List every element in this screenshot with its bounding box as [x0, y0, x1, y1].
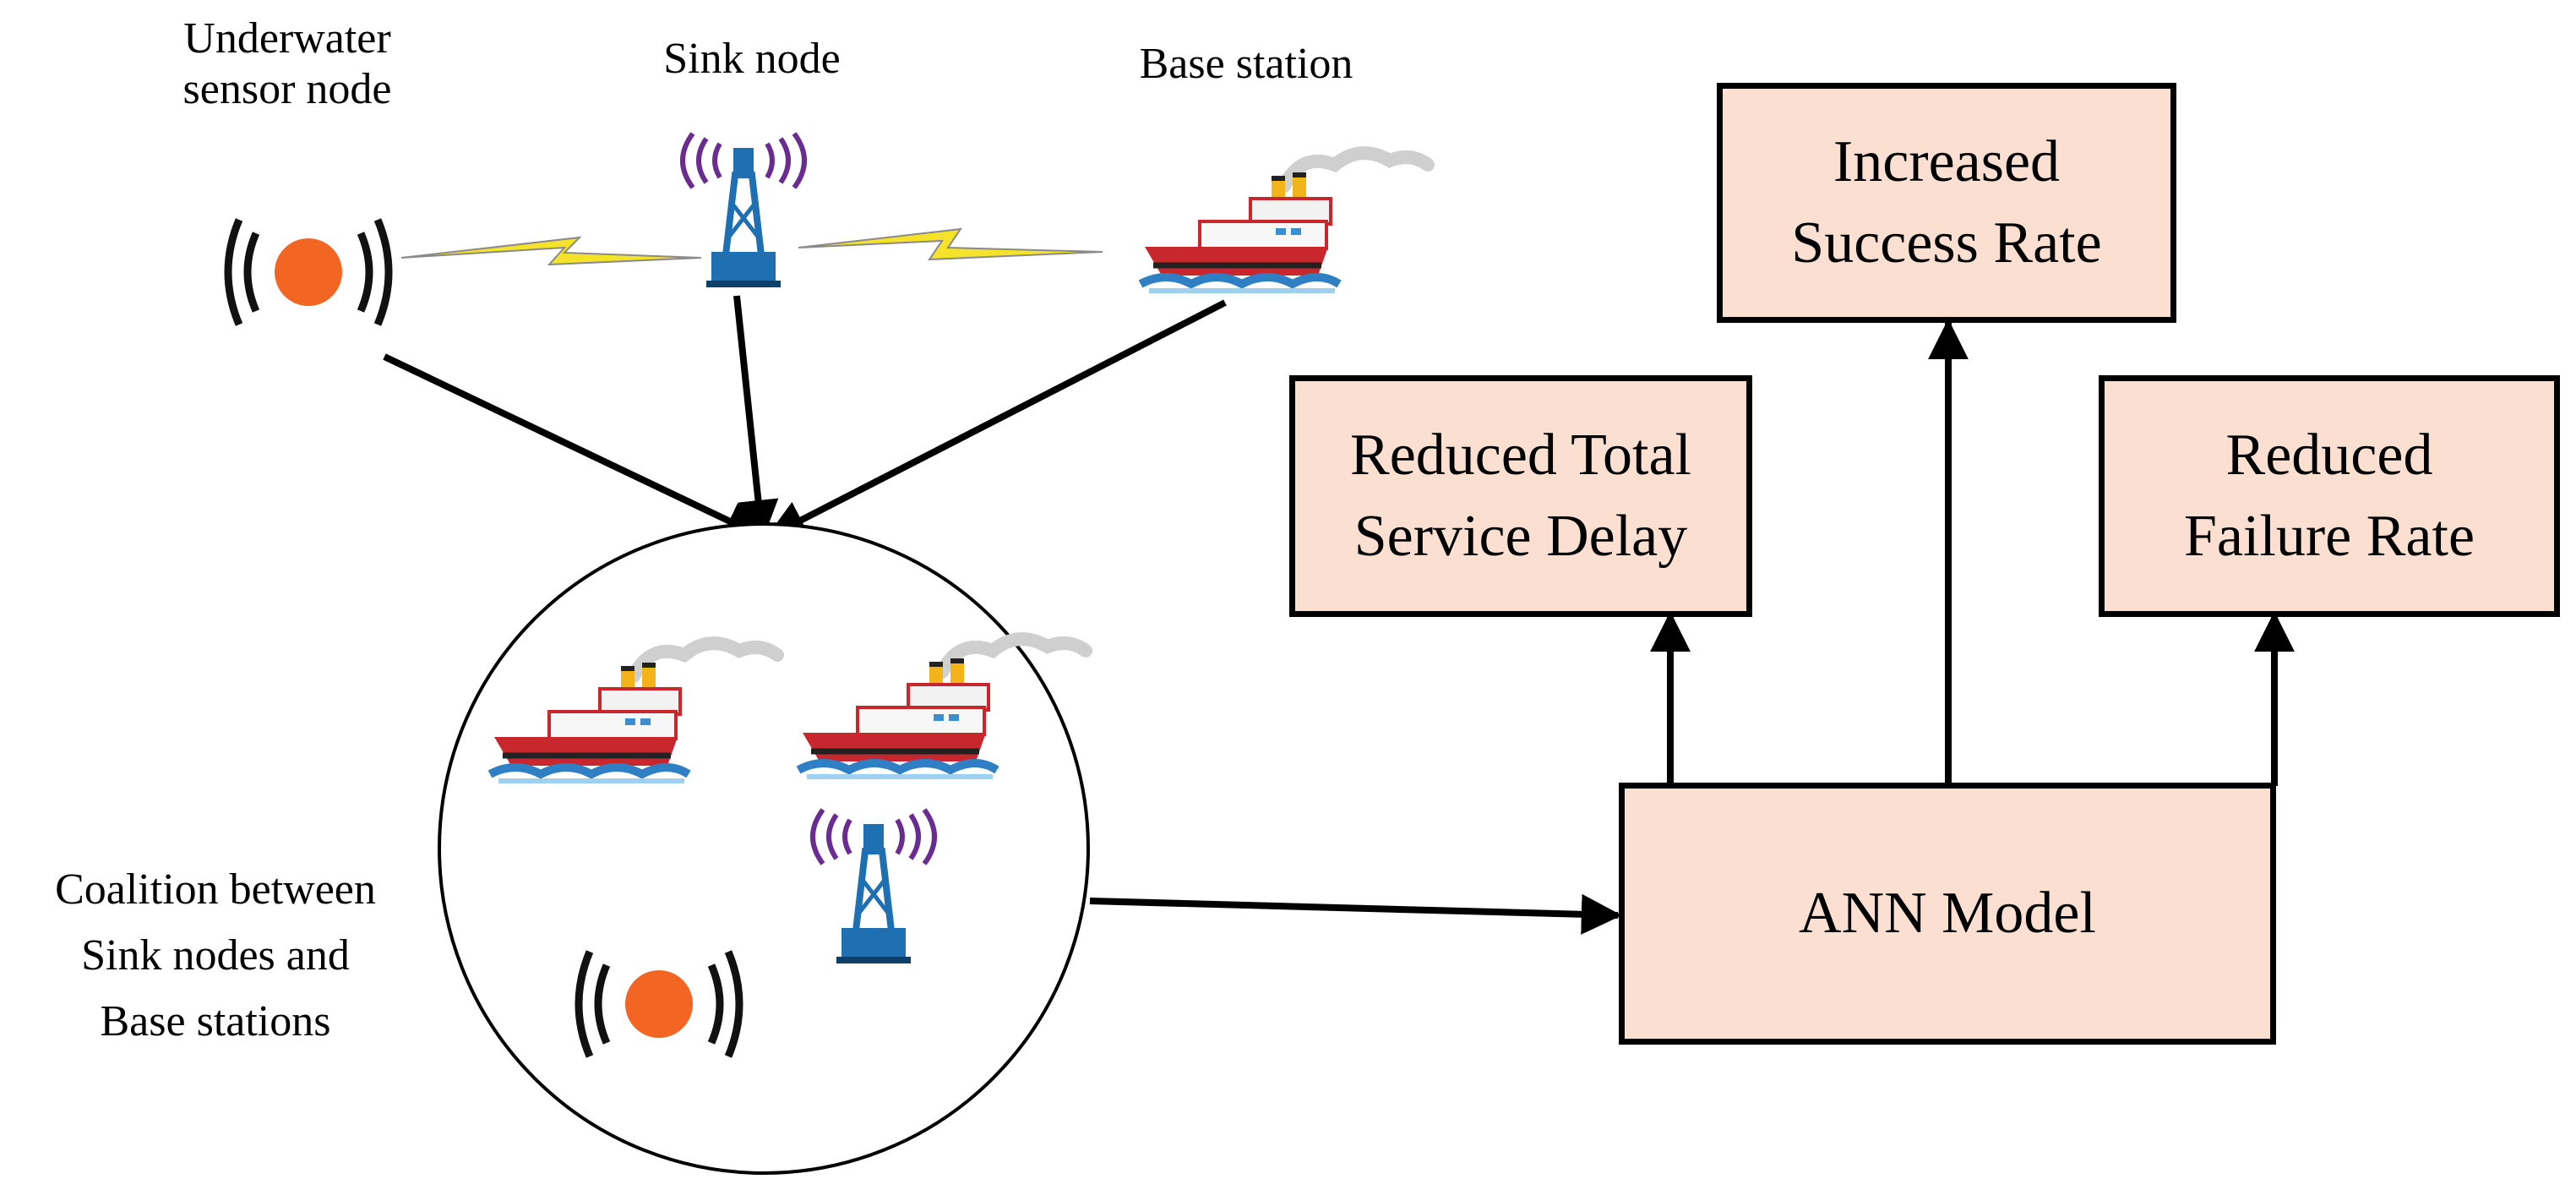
- box-reduced-failure-rate: Reduced Failure Rate: [2099, 375, 2560, 617]
- lightning-link-icon: [400, 236, 702, 266]
- label-base-station: Base station: [1139, 40, 1353, 88]
- sensor-node-icon: [228, 220, 389, 325]
- sink-node-tower-icon: [683, 134, 804, 287]
- arrow-base-to-coalition: [765, 299, 1227, 540]
- arrow-coalition-to-ann: [1089, 893, 1622, 935]
- box-reduced-total-service-delay: Reduced Total Service Delay: [1289, 375, 1752, 617]
- box-increased-success-rate: Increased Success Rate: [1717, 83, 2176, 323]
- label-underwater-sensor-node: Underwater sensor node: [182, 14, 392, 113]
- label-sink-node: Sink node: [663, 35, 841, 83]
- box-ann-model: ANN Model: [1619, 783, 2276, 1045]
- base-station-ship-icon: [1141, 153, 1428, 291]
- label-coalition: Coalition between Sink nodes and Base st…: [55, 865, 376, 1045]
- arrow-sensor-to-coalition: [383, 353, 766, 540]
- arrow-sink-to-coalition: [733, 295, 779, 541]
- lightning-link-icon: [798, 227, 1103, 261]
- coalition-circle: [438, 522, 1090, 1175]
